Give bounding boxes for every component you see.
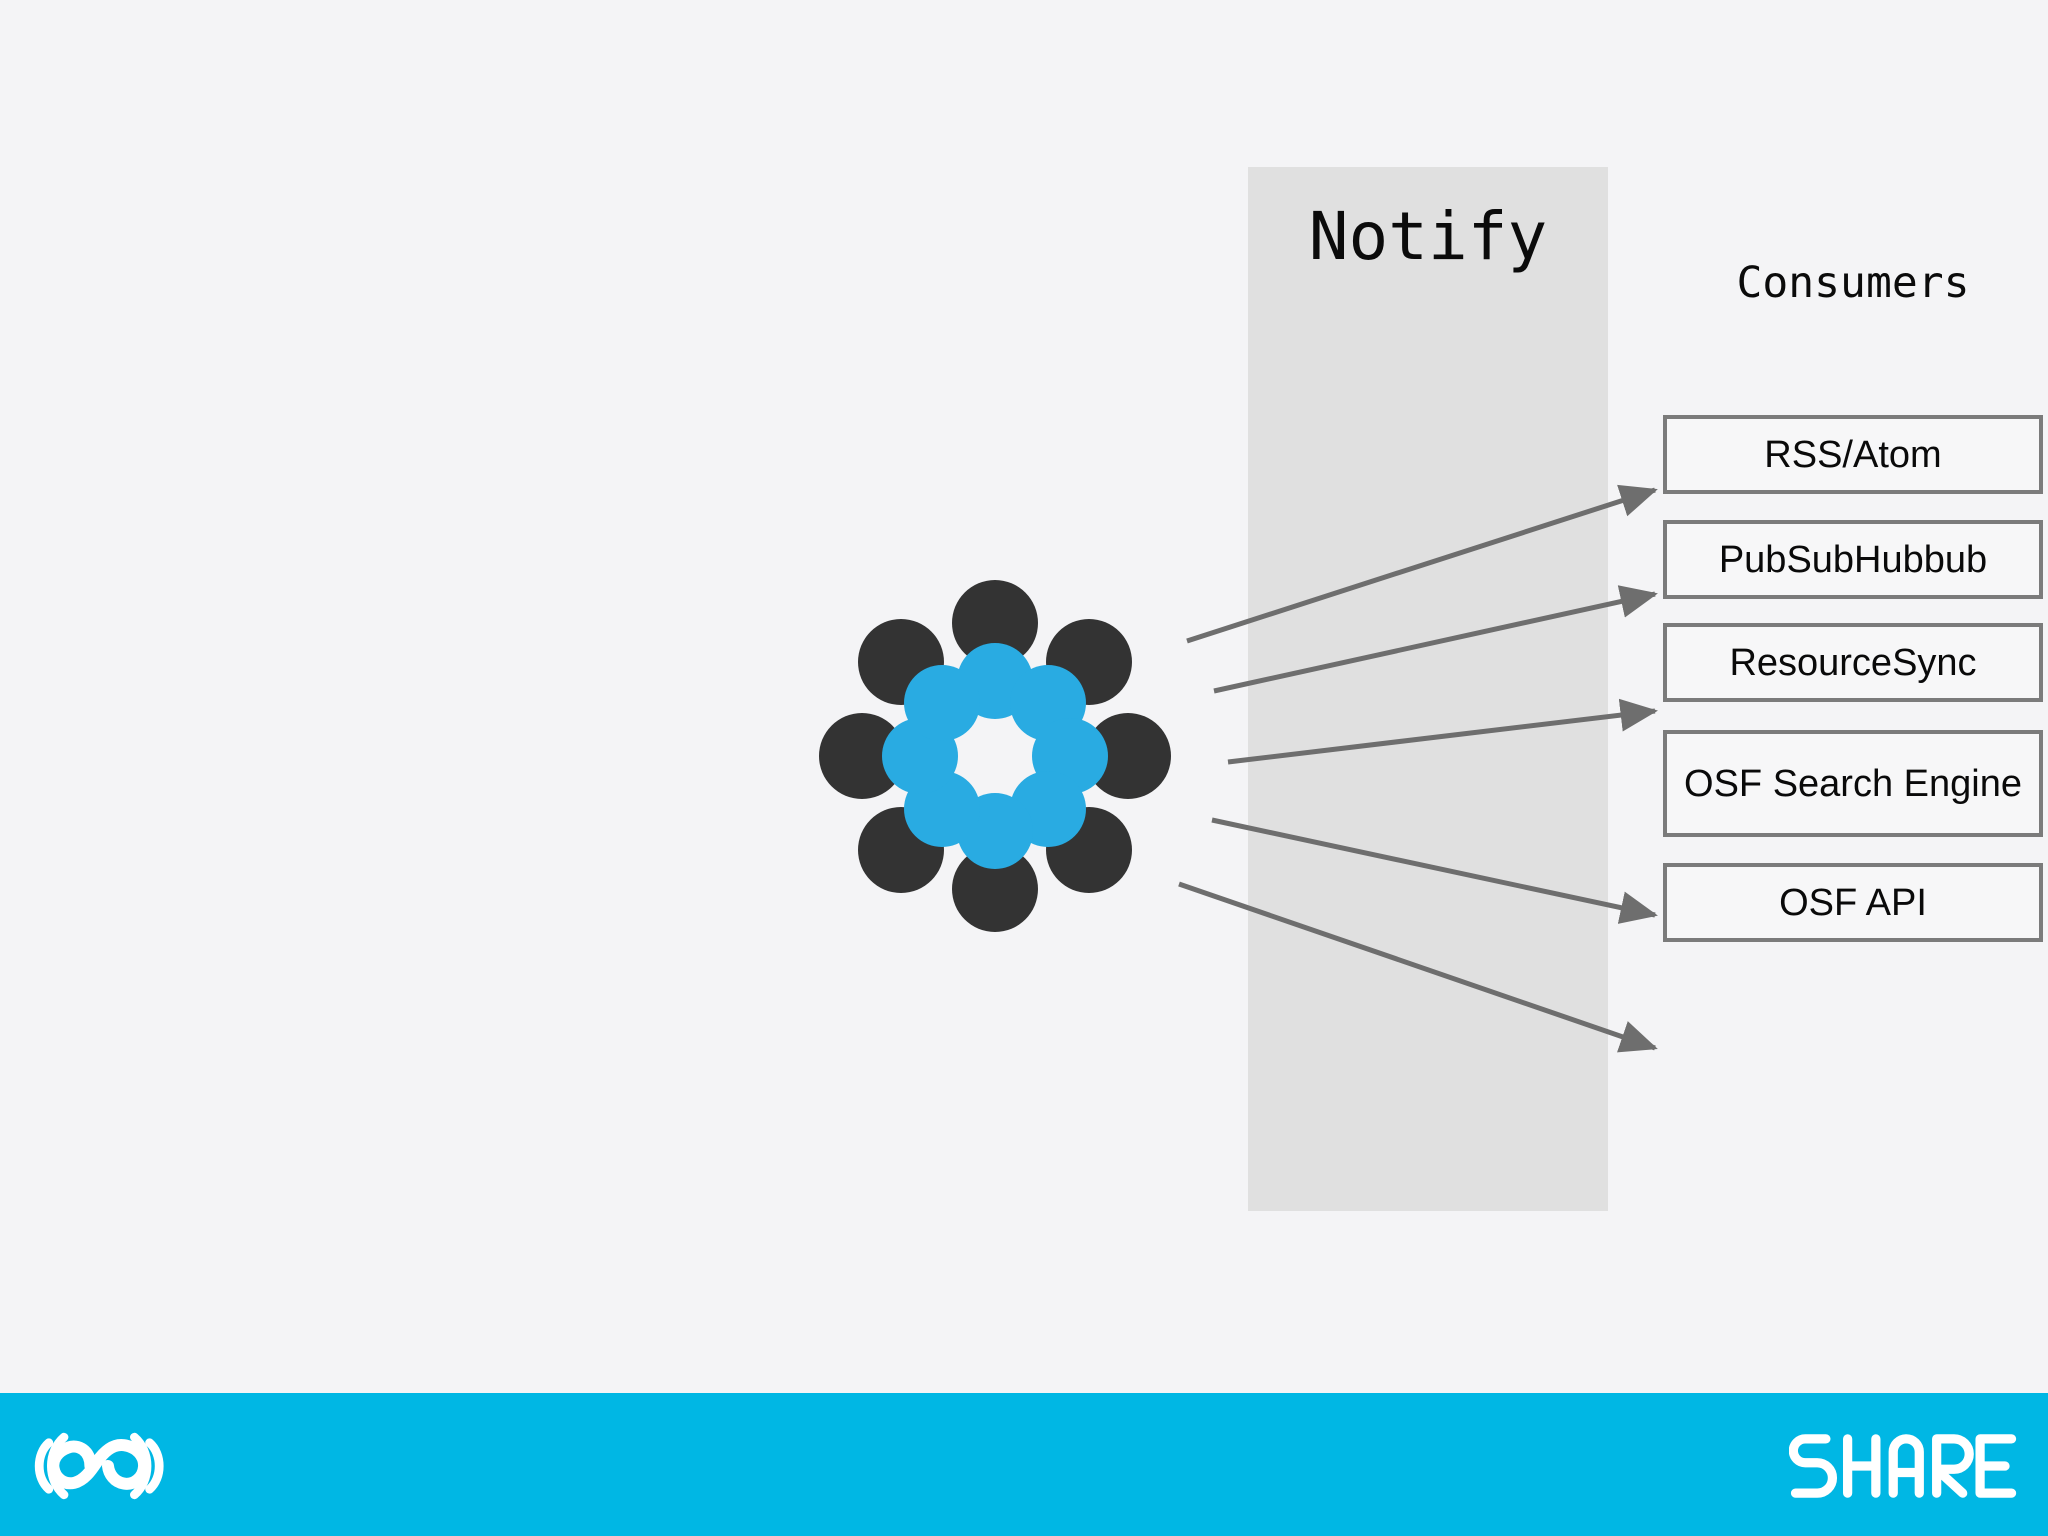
consumer-box-rss-atom[interactable]: RSS/Atom — [1663, 415, 2043, 494]
share-wordmark — [1788, 1428, 2022, 1504]
consumer-box-resourcesync[interactable]: ResourceSync — [1663, 623, 2043, 702]
consumer-box-osf-search-engine[interactable]: OSF Search Engine — [1663, 730, 2043, 837]
consumer-label: ResourceSync — [1729, 641, 1977, 684]
share-infinity-broadcast-logo — [28, 1422, 188, 1510]
consumer-label: PubSubHubbub — [1718, 538, 1988, 581]
consumer-box-pubsubhubbub[interactable]: PubSubHubbub — [1663, 520, 2043, 599]
footer-bar — [0, 1393, 2048, 1536]
consumer-label: RSS/Atom — [1764, 433, 1942, 476]
consumers-heading: Consumers — [1736, 258, 1970, 308]
consumer-box-osf-api[interactable]: OSF API — [1663, 863, 2043, 942]
consumer-label: OSF API — [1779, 881, 1927, 924]
inner-blue-circles — [882, 643, 1108, 869]
share-node-cluster-logo — [815, 576, 1175, 936]
outer-dark-circles — [819, 580, 1171, 932]
notify-title: Notify — [1308, 198, 1548, 275]
consumer-label: OSF Search Engine — [1684, 762, 2022, 805]
notify-panel — [1248, 167, 1608, 1211]
